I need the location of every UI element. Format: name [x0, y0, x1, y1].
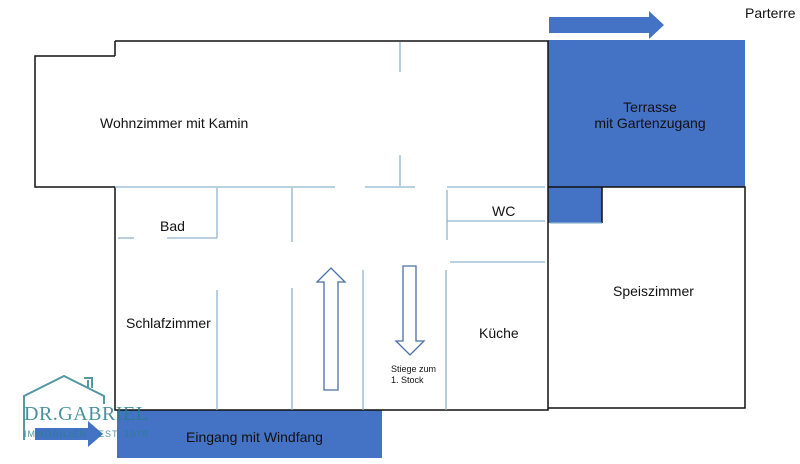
stair-down-arrow-icon: [394, 265, 426, 356]
terrasse-line2: mit Gartenzugang: [594, 115, 706, 131]
stair-label: Stiege zum 1. Stock: [391, 364, 436, 386]
logo-house-icon: [23, 374, 105, 440]
room-kueche-label: Küche: [479, 325, 519, 341]
room-eingang-label: Eingang mit Windfang: [186, 429, 323, 445]
room-wohnzimmer-label: Wohnzimmer mit Kamin: [100, 115, 249, 131]
stair-label-line2: 1. Stock: [391, 375, 424, 385]
floor-label: Parterre: [745, 5, 796, 21]
room-bad-label: Bad: [160, 218, 185, 234]
logo-tagline: IMMOBILIEN · EST. 1978: [24, 429, 149, 439]
eingang-area: [117, 410, 382, 458]
outer-walls: [34, 40, 746, 411]
logo-name: DR.GABRIEL: [24, 403, 149, 425]
arrow-right-icon: [549, 11, 664, 39]
room-terrasse-label: Terrasse mit Gartenzugang: [590, 99, 710, 131]
room-wc-label: WC: [492, 203, 516, 219]
stair-up-arrow-icon: [315, 267, 347, 391]
terrasse-area: [548, 40, 745, 223]
stair-label-line1: Stiege zum: [391, 364, 437, 374]
room-speiszimmer-label: Speiszimmer: [613, 283, 694, 299]
interior-partitions: [115, 42, 602, 410]
entrance-arrow-icon: [35, 421, 103, 447]
terrasse-line1: Terrasse: [623, 99, 677, 115]
room-schlafzimmer-label: Schlafzimmer: [126, 315, 211, 331]
